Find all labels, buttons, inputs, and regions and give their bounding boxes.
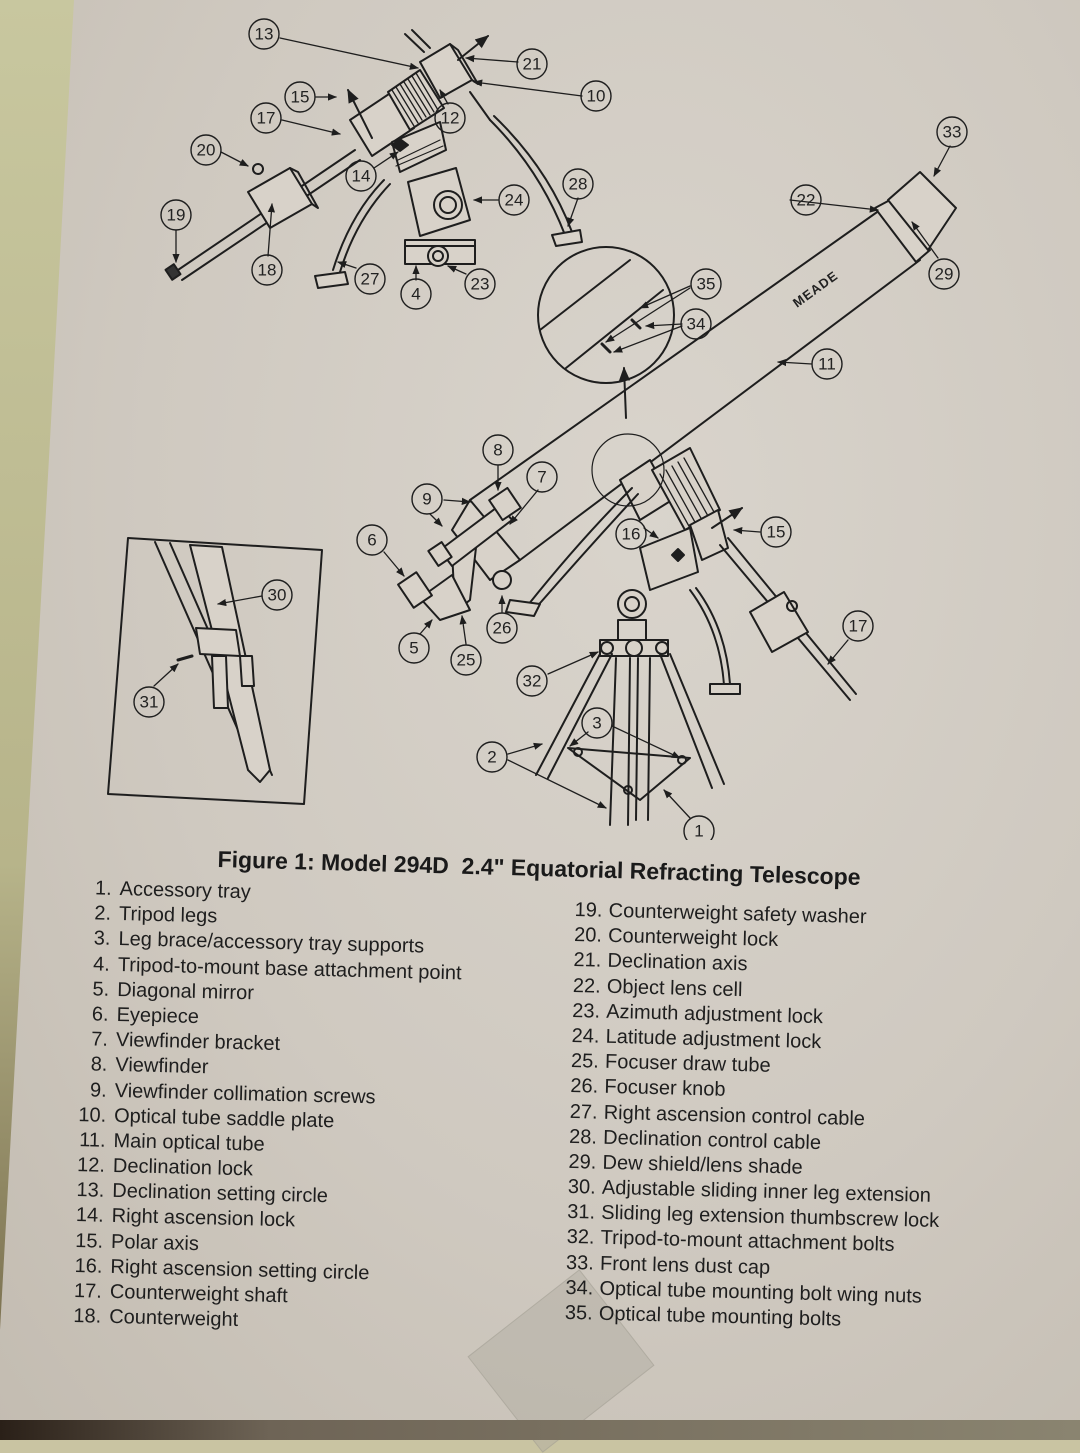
svg-text:4: 4 <box>411 285 420 304</box>
svg-text:3: 3 <box>592 714 601 733</box>
svg-text:20: 20 <box>197 141 216 160</box>
callout-9: 9 <box>411 483 443 515</box>
callout-31: 31 <box>133 686 165 718</box>
svg-text:7: 7 <box>537 468 546 487</box>
callout-15-lower: 15 <box>760 516 792 548</box>
svg-text:8: 8 <box>493 441 502 460</box>
parts-list-left: 1.Accessory tray 2.Tripod legs 3.Leg bra… <box>67 876 464 1339</box>
callout-10: 10 <box>580 80 612 112</box>
callout-22: 22 <box>790 184 822 216</box>
svg-text:1: 1 <box>694 822 703 841</box>
svg-text:10: 10 <box>587 87 606 106</box>
callout-35: 35 <box>690 268 722 300</box>
svg-text:24: 24 <box>505 191 524 210</box>
callout-1: 1 <box>683 815 715 841</box>
parts-list-right: 19.Counterweight safety washer 20.Counte… <box>565 898 947 1335</box>
callout-14: 14 <box>345 160 377 192</box>
callouts: 13 15 17 20 19 18 14 12 21 10 24 28 27 4… <box>133 18 968 841</box>
svg-text:34: 34 <box>687 315 706 334</box>
callout-29: 29 <box>928 258 960 290</box>
callout-26: 26 <box>486 612 518 644</box>
svg-text:30: 30 <box>268 586 287 605</box>
callout-30: 30 <box>261 579 293 611</box>
callout-2: 2 <box>476 741 508 773</box>
callout-23: 23 <box>464 268 496 300</box>
callout-3: 3 <box>581 707 613 739</box>
svg-text:35: 35 <box>697 275 716 294</box>
callout-16: 16 <box>615 518 647 550</box>
tube-brand-label: MEADE <box>790 268 841 311</box>
svg-text:28: 28 <box>569 175 588 194</box>
callout-6: 6 <box>356 524 388 556</box>
svg-text:5: 5 <box>409 639 418 658</box>
svg-text:31: 31 <box>140 693 159 712</box>
callout-20: 20 <box>190 134 222 166</box>
svg-text:16: 16 <box>622 525 641 544</box>
svg-text:9: 9 <box>422 490 431 509</box>
svg-text:19: 19 <box>167 206 186 225</box>
svg-text:18: 18 <box>258 261 277 280</box>
callout-32: 32 <box>516 665 548 697</box>
callout-25: 25 <box>450 644 482 676</box>
callout-28: 28 <box>562 168 594 200</box>
svg-text:32: 32 <box>523 672 542 691</box>
callout-15-upper: 15 <box>284 81 316 113</box>
callout-24: 24 <box>498 184 530 216</box>
callout-4: 4 <box>400 278 432 310</box>
svg-text:25: 25 <box>457 651 476 670</box>
telescope-diagram: MEADE <box>107 18 968 841</box>
callout-17-upper: 17 <box>250 102 282 134</box>
callout-13: 13 <box>248 18 280 50</box>
svg-text:13: 13 <box>255 25 274 44</box>
exploded-mount-drawing <box>164 29 583 289</box>
svg-text:22: 22 <box>797 191 816 210</box>
leader-lines <box>153 37 951 819</box>
callout-12: 12 <box>434 102 466 134</box>
tripod-drawing <box>535 639 725 826</box>
callout-18: 18 <box>251 254 283 286</box>
svg-text:17: 17 <box>849 617 868 636</box>
callout-19: 19 <box>160 199 192 231</box>
svg-text:23: 23 <box>471 275 490 294</box>
callout-34: 34 <box>680 308 712 340</box>
svg-text:26: 26 <box>493 619 512 638</box>
svg-text:6: 6 <box>367 531 376 550</box>
svg-text:2: 2 <box>487 748 496 767</box>
callout-17-lower: 17 <box>842 610 874 642</box>
callout-8: 8 <box>482 434 514 466</box>
svg-text:21: 21 <box>523 55 542 74</box>
svg-text:12: 12 <box>441 109 460 128</box>
svg-text:17: 17 <box>257 109 276 128</box>
callout-33: 33 <box>936 116 968 148</box>
callout-27: 27 <box>354 263 386 295</box>
svg-text:29: 29 <box>935 265 954 284</box>
callout-21: 21 <box>516 48 548 80</box>
leg-extension-inset <box>107 537 323 805</box>
callout-11: 11 <box>811 348 843 380</box>
svg-text:14: 14 <box>352 167 371 186</box>
svg-text:27: 27 <box>361 270 380 289</box>
callout-7: 7 <box>526 461 558 493</box>
svg-text:15: 15 <box>291 88 310 107</box>
svg-text:33: 33 <box>943 123 962 142</box>
svg-text:11: 11 <box>818 355 836 374</box>
main-optical-tube-drawing: MEADE <box>397 171 957 701</box>
svg-text:15: 15 <box>767 523 786 542</box>
bottom-shadow <box>0 1420 1080 1440</box>
callout-5: 5 <box>398 632 430 664</box>
